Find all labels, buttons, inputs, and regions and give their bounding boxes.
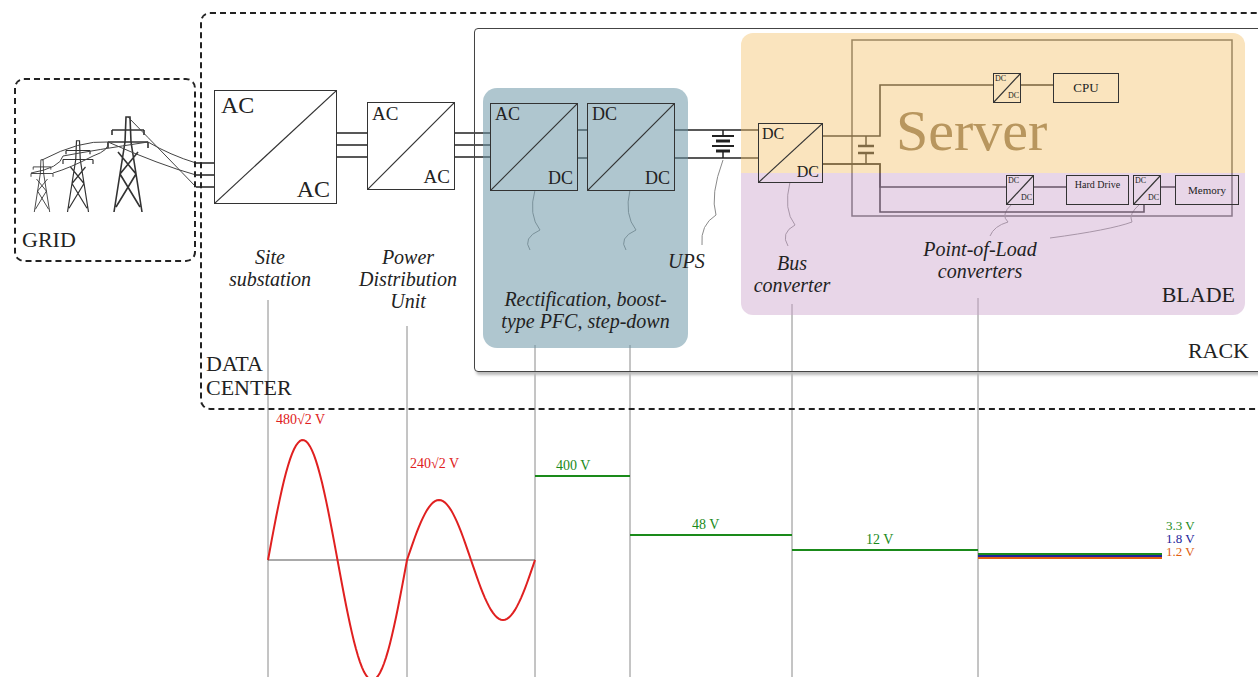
cpu-box: CPU xyxy=(1053,73,1119,103)
overhead-lines xyxy=(31,117,196,187)
caption-label: Power Distribution Unit xyxy=(352,246,464,312)
battery-plate xyxy=(712,145,734,147)
bus-converter: DC DC xyxy=(758,123,823,183)
diagonal-line xyxy=(1134,176,1160,204)
pol-converter: DCDC xyxy=(993,73,1021,103)
leader-line xyxy=(535,345,536,677)
ac-dc-converter: AC DC xyxy=(490,103,578,191)
diagonal-line xyxy=(1007,176,1033,204)
voltage-plot xyxy=(268,440,1162,677)
node-text: Server xyxy=(896,99,1047,163)
diagonal-line xyxy=(215,91,336,203)
node-text: AC xyxy=(372,104,398,125)
node-text: AC xyxy=(424,167,450,188)
rack-box: RACK Rectification, boost-type PFC, step-… xyxy=(474,28,1258,372)
node-text: GRID xyxy=(22,228,76,252)
leader-line xyxy=(792,304,793,677)
battery-lead xyxy=(722,151,724,158)
node-text: Memory xyxy=(1176,184,1238,196)
caption-label: Site substation xyxy=(214,246,326,290)
leader-line xyxy=(268,300,269,677)
node-text: RACK xyxy=(1188,339,1249,363)
leader-squiggle xyxy=(702,160,723,245)
node-text: DC xyxy=(797,163,819,181)
voltage-label: 400 V xyxy=(556,458,590,473)
dc-level xyxy=(535,475,630,477)
voltage-label: 480√2 V xyxy=(276,412,325,427)
node-text: DC xyxy=(1008,92,1019,101)
voltage-label: 1.2 V xyxy=(1166,545,1195,559)
node-text: AC xyxy=(221,92,254,118)
pol-converter: DCDC xyxy=(1006,175,1034,205)
substation-converter: AC AC xyxy=(214,90,337,204)
voltage-label: 48 V xyxy=(692,517,719,532)
node-text: DC xyxy=(548,169,573,189)
node-text: DATA CENTER xyxy=(206,352,302,400)
node-text: Rectification, boost-type PFC, step-down xyxy=(491,288,680,332)
leader-line xyxy=(407,326,408,677)
node-text: DC xyxy=(1148,194,1159,203)
voltage-label: 12 V xyxy=(866,532,893,547)
diagonal-line xyxy=(994,74,1020,102)
caption-label: UPS xyxy=(668,250,705,272)
caption-label: Point-of-Load converters xyxy=(900,238,1060,282)
node-text: Hard Drive xyxy=(1067,179,1128,190)
voltage-label: 240√2 V xyxy=(410,456,459,471)
node-text: DC xyxy=(762,125,784,143)
node-text: CPU xyxy=(1054,81,1118,95)
node-text: DC xyxy=(645,169,670,189)
ac-waveform xyxy=(268,440,535,677)
server-band: ServerDCDCCPU xyxy=(741,33,1245,173)
node-text: AC xyxy=(495,105,520,125)
hard-drive-box: Hard Drive xyxy=(1066,175,1129,205)
wire-connector xyxy=(196,163,214,187)
battery-plate xyxy=(716,140,730,143)
diagonal-line xyxy=(368,103,454,189)
ups-battery xyxy=(712,130,734,158)
dc-level xyxy=(978,557,1162,559)
dc-level xyxy=(978,555,1162,557)
node-text: BLADE xyxy=(1162,283,1235,307)
wire-connector xyxy=(337,133,367,157)
node-text: AC xyxy=(297,176,330,202)
battery-lead xyxy=(722,130,724,136)
dc-level xyxy=(792,549,978,551)
pdu-converter: AC AC xyxy=(367,102,455,190)
data-center-region: DATA CENTER AC AC AC AC RACK Rectification, bo… xyxy=(200,12,1258,410)
leader-line xyxy=(978,298,979,677)
diagonal-line xyxy=(588,104,674,190)
rectifier-stage-band: Rectification, boost-type PFC, step-down… xyxy=(483,88,688,348)
dc-level xyxy=(630,534,792,536)
plot-axis xyxy=(268,560,535,561)
memory-box: Memory xyxy=(1175,175,1239,205)
power-towers xyxy=(31,117,196,212)
diagonal-line xyxy=(491,104,577,190)
node-text: DC xyxy=(1135,177,1146,186)
leader-line xyxy=(630,345,631,677)
dc-level xyxy=(978,553,1162,555)
dc-dc-converter: DC DC xyxy=(587,103,675,191)
grid-region: GRID xyxy=(14,78,196,262)
node-text: DC xyxy=(1021,194,1032,203)
node-text: DC xyxy=(995,75,1006,84)
diagonal-line xyxy=(759,124,822,182)
node-text: DC xyxy=(592,105,617,125)
pol-converter: DCDC xyxy=(1133,175,1161,205)
caption-label: Bus converter xyxy=(744,252,840,296)
node-text: DC xyxy=(1008,177,1019,186)
